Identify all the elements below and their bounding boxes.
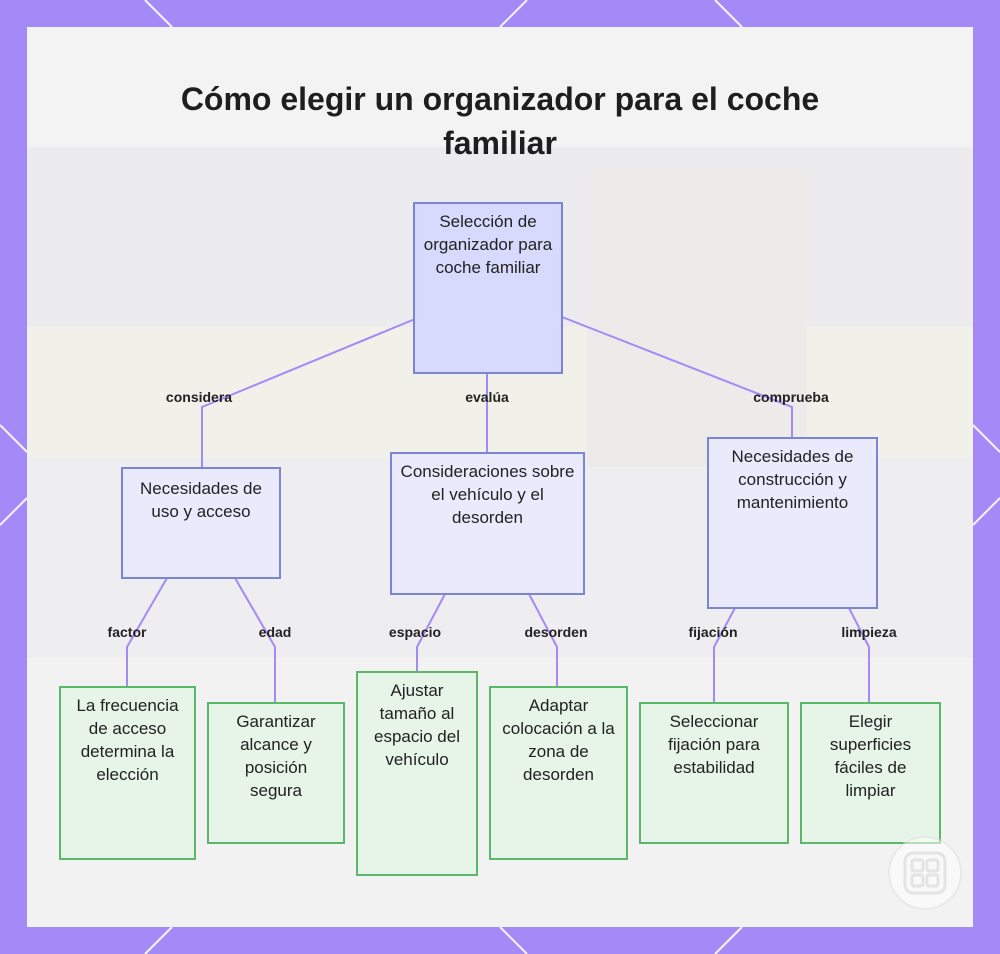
node-vehiculo-desorden: Consideraciones sobre el vehículo y el d… [390, 452, 585, 595]
node-frecuencia-acceso: La frecuencia de acceso determina la ele… [59, 686, 196, 860]
edge-desorden [529, 594, 557, 686]
edge-label-fijacion: fijación [688, 624, 737, 640]
node-fijacion-estabilidad-label: Seleccionar fijación para estabilidad [649, 710, 779, 779]
node-superficies-limpiar: Elegir superficies fáciles de limpiar [800, 702, 941, 844]
node-construccion-mantenimiento: Necesidades de construcción y mantenimie… [707, 437, 878, 609]
edge-limpieza [849, 608, 869, 702]
edge-label-considera: considera [166, 389, 232, 405]
app-grid-logo-icon [887, 835, 963, 911]
edge-label-desorden: desorden [524, 624, 587, 640]
node-construccion-mantenimiento-label: Necesidades de construcción y mantenimie… [717, 445, 868, 514]
node-root: Selección de organizador para coche fami… [413, 202, 563, 374]
diagram-panel: Cómo elegir un organizador para el coche… [27, 27, 973, 927]
node-vehiculo-desorden-label: Consideraciones sobre el vehículo y el d… [400, 460, 575, 529]
edge-comprueba [562, 317, 792, 437]
node-alcance-posicion: Garantizar alcance y posición segura [207, 702, 345, 844]
node-superficies-limpiar-label: Elegir superficies fáciles de limpiar [810, 710, 931, 802]
node-frecuencia-acceso-label: La frecuencia de acceso determina la ele… [69, 694, 186, 786]
edge-label-comprueba: comprueba [753, 389, 828, 405]
edge-label-factor: factor [108, 624, 147, 640]
edge-edad [235, 578, 275, 702]
node-fijacion-estabilidad: Seleccionar fijación para estabilidad [639, 702, 789, 844]
edge-considera [202, 319, 415, 467]
edge-label-evalua: evalúa [465, 389, 509, 405]
edge-label-edad: edad [259, 624, 292, 640]
edge-label-limpieza: limpieza [841, 624, 896, 640]
edge-fijacion [714, 608, 735, 702]
node-tamano-espacio: Ajustar tamaño al espacio del vehículo [356, 671, 478, 876]
node-colocacion-desorden: Adaptar colocación a la zona de desorden [489, 686, 628, 860]
node-colocacion-desorden-label: Adaptar colocación a la zona de desorden [499, 694, 618, 786]
node-tamano-espacio-label: Ajustar tamaño al espacio del vehículo [366, 679, 468, 771]
node-uso-acceso-label: Necesidades de uso y acceso [131, 477, 271, 523]
node-uso-acceso: Necesidades de uso y acceso [121, 467, 281, 579]
node-root-label: Selección de organizador para coche fami… [423, 210, 553, 279]
edge-label-espacio: espacio [389, 624, 441, 640]
node-alcance-posicion-label: Garantizar alcance y posición segura [217, 710, 335, 802]
